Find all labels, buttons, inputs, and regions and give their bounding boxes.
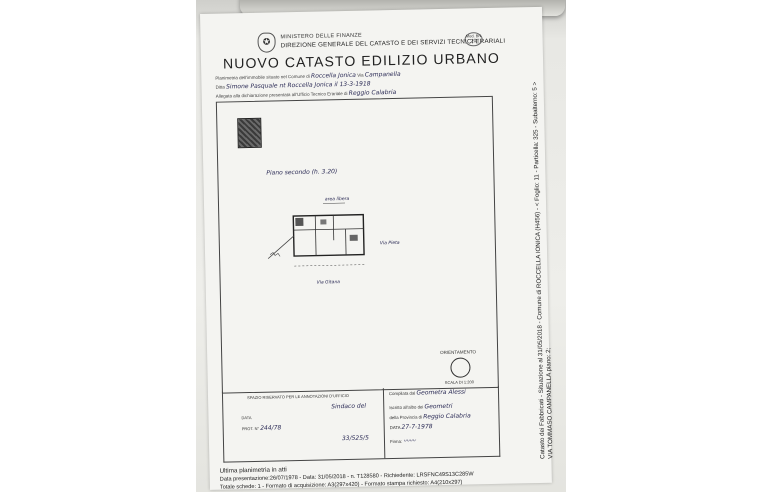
document-title: NUOVO CATASTO EDILIZIO URBANO <box>222 49 501 72</box>
compass-icon <box>450 357 471 378</box>
republic-emblem-icon: ✪ <box>257 32 276 53</box>
scale-label: SCALA DI 1:200 <box>444 379 474 385</box>
footer-line-1: Ultima planimetria in atti <box>219 466 287 475</box>
floor-plan <box>267 202 365 267</box>
annotations-box: SPAZIO RISERVATO PER LE ANNOTAZIONI D'UF… <box>221 385 501 463</box>
info-line-1: Planimetria dell'immobile situato nel Co… <box>215 70 401 81</box>
orientation-label: ORIENTAMENTO <box>440 349 477 356</box>
office-number: 33/525/5 <box>341 434 369 443</box>
cadastral-document: ✪ MINISTERO DELLE FINANZE DIREZIONE GENE… <box>200 6 555 491</box>
reserved-space-label: SPAZIO RISERVATO PER LE ANNOTAZIONI D'UF… <box>246 392 349 401</box>
revenue-stamp <box>237 117 262 149</box>
registered-line: Iscritto all'albo dei Geometri <box>389 402 453 411</box>
street-right-label: Via Pieta <box>379 240 400 247</box>
office-signature: Sindaco del <box>331 402 367 411</box>
office-annotations: SPAZIO RISERVATO PER LE ANNOTAZIONI D'UF… <box>222 388 386 462</box>
date-label: DATA <box>241 415 252 421</box>
province-line: della Provincia di Reggio Calabria <box>389 412 471 421</box>
side-text: Catasto dei Fabbricati - Situazione al 3… <box>531 82 555 459</box>
ministry-label: MINISTERO DELLE FINANZE <box>280 32 363 41</box>
photo-background: ✪ MINISTERO DELLE FINANZE DIREZIONE GENE… <box>196 0 566 492</box>
date2-line: DATA 27-7-1978 <box>389 423 433 431</box>
floor-label: Piano secondo (h. 3.20) <box>266 168 338 177</box>
drawing-frame: Piano secondo (h. 3.20) area libera Via … <box>215 95 499 394</box>
street-top-label: area libera <box>324 196 350 203</box>
compiled-by: Compilata dal Geometra Alessi <box>388 388 466 397</box>
protocol-label: PROT. N° 244/78 <box>241 424 282 432</box>
signature-line: Firma: 〰〰 <box>389 437 416 445</box>
street-bottom-label: Via Gitana <box>316 280 341 286</box>
